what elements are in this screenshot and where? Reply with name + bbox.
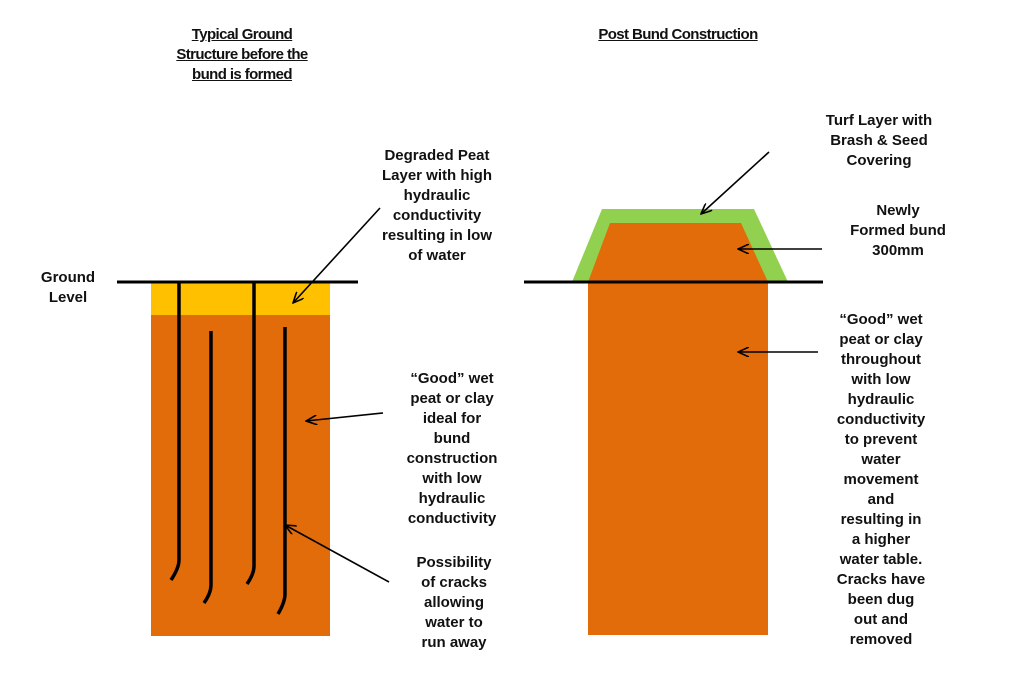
arrow-degraded-layer bbox=[293, 207, 381, 303]
ground-level-label: Ground Level bbox=[40, 269, 96, 306]
good-peat-label-left: “Good” wet peat or clay ideal for bund c… bbox=[406, 370, 498, 527]
right-title: Post Bund Construction bbox=[598, 26, 758, 43]
good-peat-label-right: “Good” wet peat or clay throughout with … bbox=[836, 311, 926, 648]
left-title: Typical Ground Structure before the bund… bbox=[176, 26, 308, 83]
left-good-peat-block bbox=[151, 281, 330, 636]
arrow-cracks bbox=[285, 525, 390, 583]
crack-line bbox=[276, 327, 287, 615]
arrow-turf-layer bbox=[701, 151, 770, 214]
crack-line bbox=[202, 331, 213, 605]
newly-formed-bund-label: Newly Formed bund 300mm bbox=[850, 202, 946, 259]
cracks-label: Possibility of cracks allowing water to … bbox=[416, 554, 492, 651]
crack-line bbox=[169, 283, 181, 581]
turf-layer-label: Turf Layer with Brash & Seed Covering bbox=[825, 112, 933, 169]
newly-formed-bund bbox=[588, 223, 768, 282]
arrow-good-peat-left bbox=[306, 412, 384, 421]
right-good-peat-block bbox=[588, 282, 768, 635]
crack-line bbox=[245, 283, 256, 586]
degraded-peat-label: Degraded Peat Layer with high hydraulic … bbox=[381, 147, 492, 264]
